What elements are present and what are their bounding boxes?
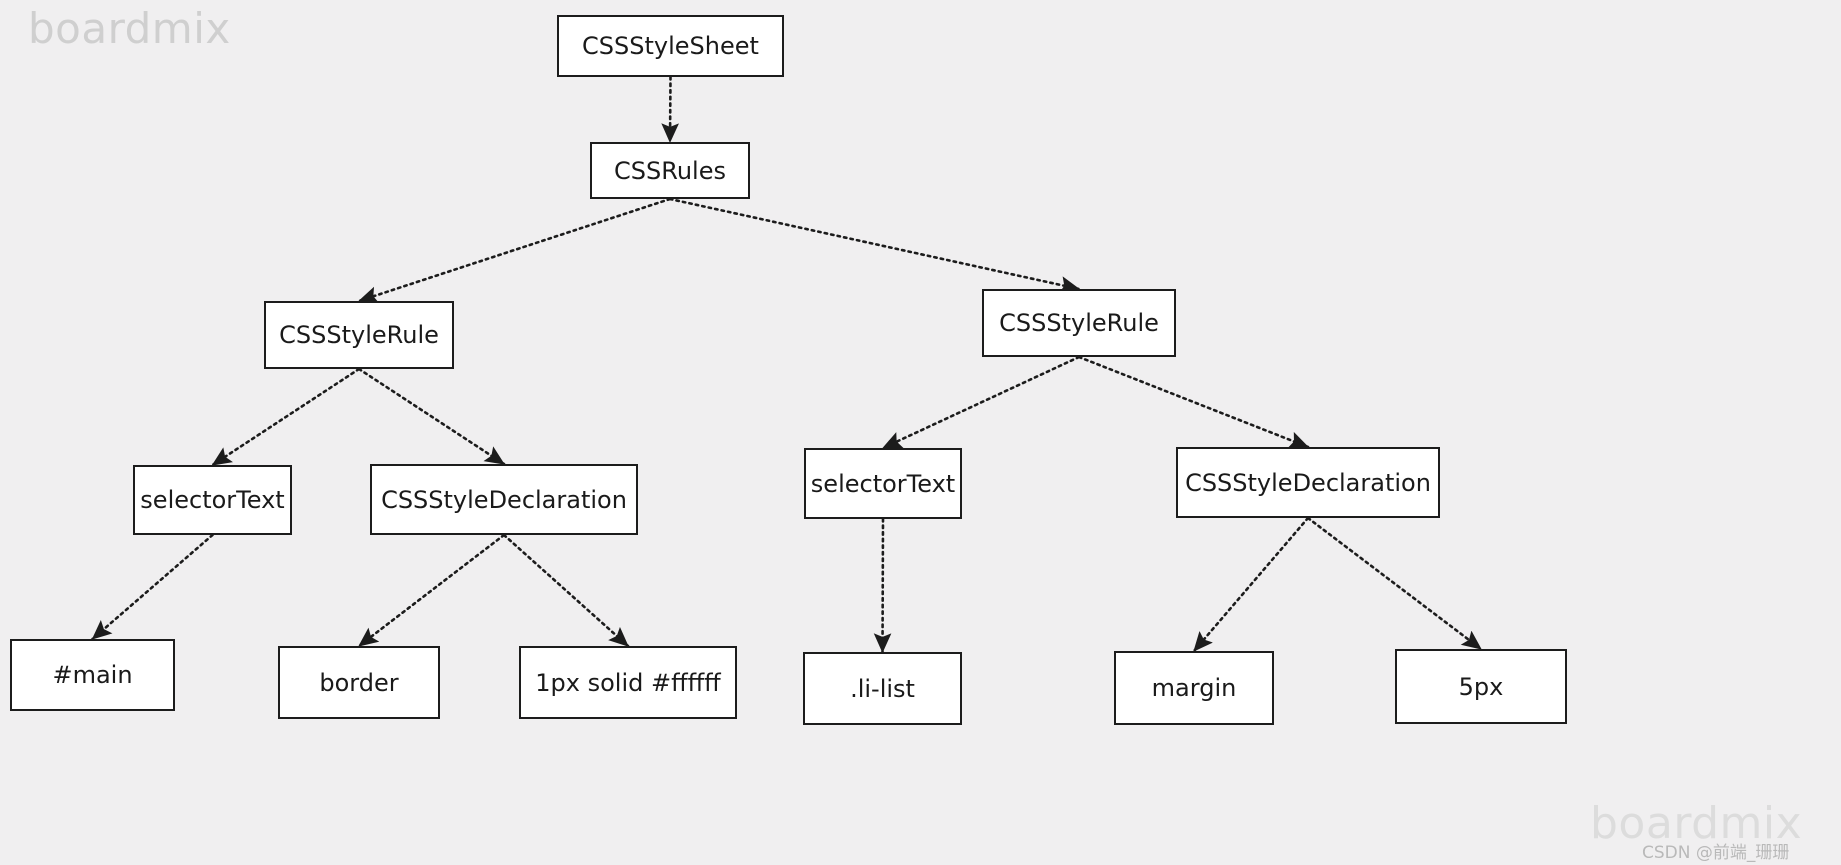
node-val-5px[interactable]: 5px (1395, 649, 1567, 724)
node-val-lilist[interactable]: .li-list (803, 652, 962, 725)
edge-decl-right-to-val-5px (1306, 516, 1483, 651)
edge-decl-right-to-val-margin (1192, 516, 1310, 653)
csdn-watermark: CSDN @前端_珊珊 (1642, 843, 1790, 863)
node-label: #main (52, 661, 133, 689)
edge-decl-left-to-val-border (357, 533, 506, 648)
node-label: 5px (1458, 672, 1504, 701)
node-label: CSSStyleDeclaration (381, 485, 627, 514)
node-rule-left[interactable]: CSSStyleRule (264, 301, 454, 369)
edge-sel-right-to-val-lilist (873, 517, 892, 654)
edge-cssrules-to-rule-right (668, 197, 1081, 294)
node-rule-right[interactable]: CSSStyleRule (982, 289, 1176, 357)
node-sel-left[interactable]: selectorText (133, 465, 292, 535)
node-val-border[interactable]: border (278, 646, 440, 719)
node-label: margin (1151, 674, 1237, 702)
node-cssrules[interactable]: CSSRules (590, 142, 750, 199)
node-label: CSSRules (614, 156, 726, 185)
node-label: border (319, 668, 399, 697)
node-label: CSSStyleDeclaration (1185, 468, 1431, 497)
node-val-main[interactable]: #main (10, 639, 175, 711)
edge-cssrules-to-rule-left (357, 197, 672, 304)
node-decl-left[interactable]: CSSStyleDeclaration (370, 464, 638, 535)
node-label: selectorText (140, 486, 285, 514)
node-label: CSSStyleRule (279, 321, 439, 349)
node-cssstylesheet[interactable]: CSSStyleSheet (557, 15, 784, 77)
node-label: 1px solid #ffffff (535, 668, 721, 697)
node-val-margin[interactable]: margin (1114, 651, 1274, 725)
edge-rule-left-to-sel-left (211, 367, 361, 467)
node-sel-right[interactable]: selectorText (804, 448, 962, 519)
node-label: selectorText (810, 469, 956, 498)
node-label: .li-list (850, 674, 915, 703)
edge-rule-right-to-sel-right (881, 355, 1081, 450)
node-val-border-v[interactable]: 1px solid #ffffff (519, 646, 737, 719)
edge-cssstylesheet-to-cssrules (661, 75, 679, 144)
boardmix-watermark-top: boardmix (28, 4, 231, 53)
edge-rule-right-to-decl-right (1077, 355, 1310, 449)
node-label: CSSStyleRule (999, 309, 1159, 337)
edge-sel-left-to-val-main (91, 533, 214, 641)
edge-decl-left-to-val-border-v (502, 533, 630, 648)
boardmix-watermark-bottom: boardmix (1590, 798, 1803, 849)
node-decl-right[interactable]: CSSStyleDeclaration (1176, 447, 1440, 518)
edge-rule-left-to-decl-left (357, 367, 506, 466)
node-label: CSSStyleSheet (582, 32, 759, 60)
